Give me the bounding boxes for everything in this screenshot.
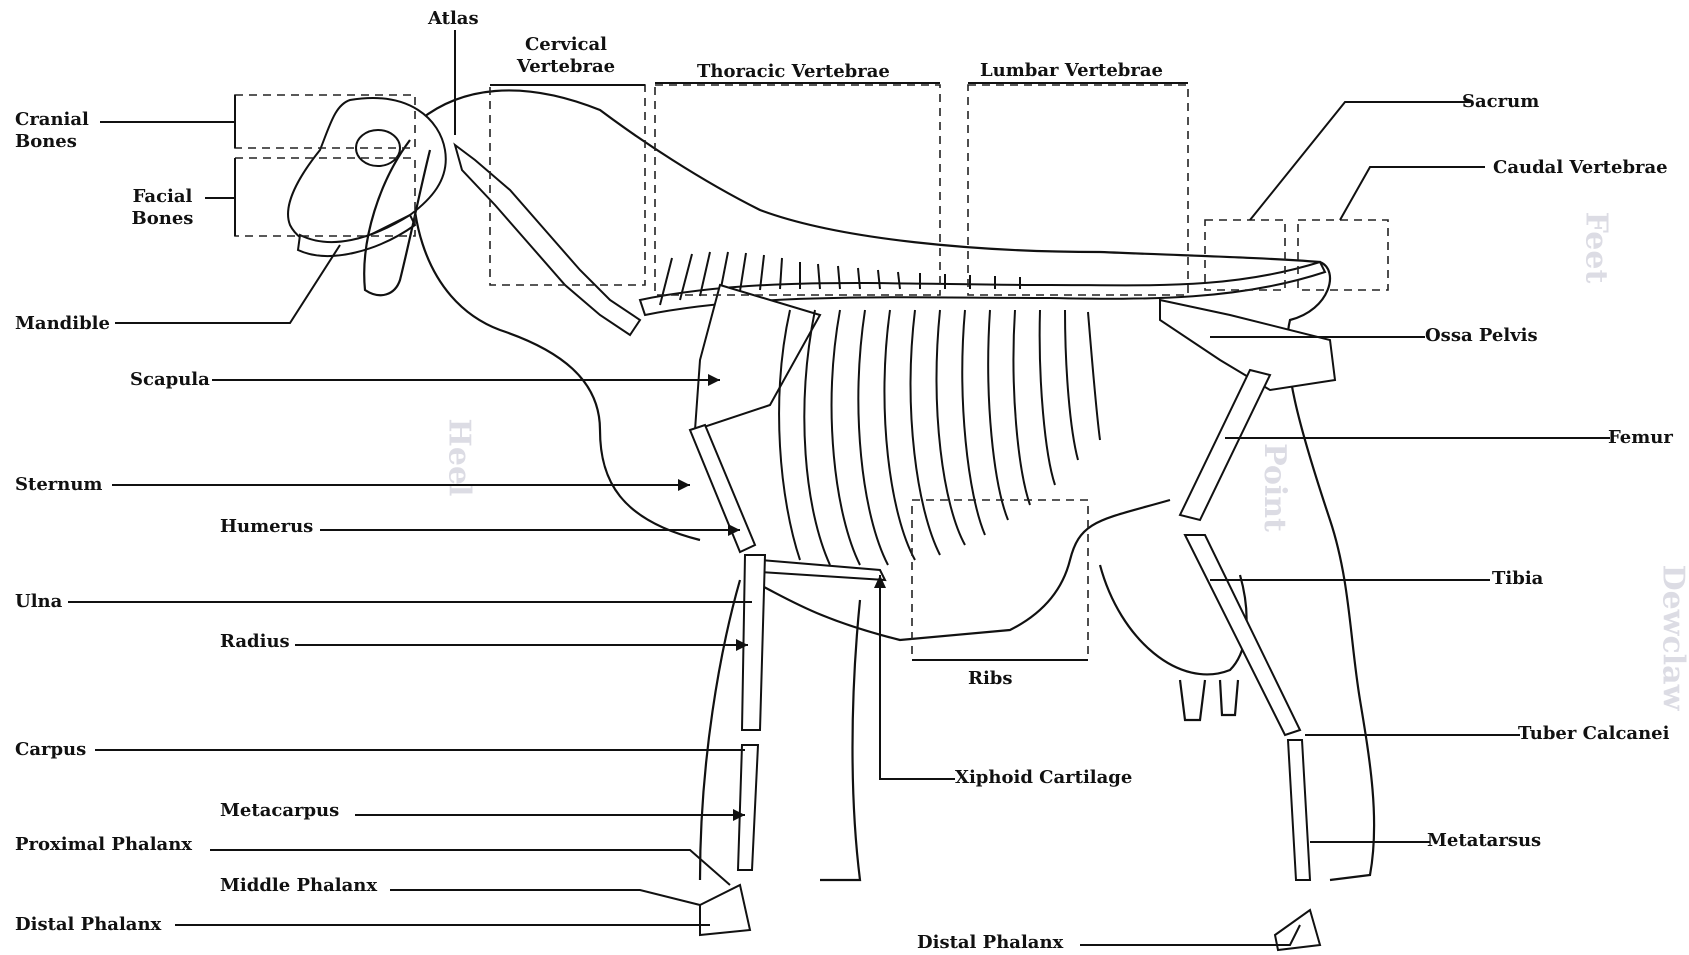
- radius-ulna-bone: [742, 555, 765, 730]
- label-ossa-pelvis: Ossa Pelvis: [1425, 325, 1538, 347]
- label-proximal-phalanx: Proximal Phalanx: [15, 834, 192, 856]
- sternum-bone: [760, 560, 885, 580]
- front-hoof: [700, 885, 750, 935]
- label-xiphoid-cartilage: Xiphoid Cartilage: [955, 767, 1132, 789]
- rib-cage: [779, 310, 1100, 565]
- label-thoracic-vertebrae: Thoracic Vertebrae: [697, 61, 890, 83]
- label-scapula: Scapula: [130, 369, 210, 391]
- scapula-bone: [695, 285, 820, 430]
- caudal-bracket: [1298, 220, 1388, 290]
- label-mandible: Mandible: [15, 313, 110, 335]
- label-tibia: Tibia: [1492, 568, 1543, 590]
- label-tuber-calcanei: Tuber Calcanei: [1518, 723, 1669, 745]
- label-metacarpus: Metacarpus: [220, 800, 339, 822]
- label-caudal-vertebrae: Caudal Vertebrae: [1493, 157, 1668, 179]
- label-ulna: Ulna: [15, 591, 62, 613]
- label-sacrum: Sacrum: [1462, 91, 1539, 113]
- thoracic-bracket: [655, 85, 940, 295]
- label-cervical-line2: Vertebrae: [512, 56, 620, 78]
- metatarsus-bone: [1288, 740, 1310, 880]
- label-femur: Femur: [1608, 427, 1673, 449]
- metacarpus-bone: [738, 745, 758, 870]
- femur-bone: [1180, 370, 1270, 520]
- label-sternum: Sternum: [15, 474, 102, 496]
- label-metatarsus: Metatarsus: [1427, 830, 1541, 852]
- label-atlas: Atlas: [428, 8, 479, 30]
- label-facial-bones: Facial Bones: [120, 186, 205, 230]
- cervical-vertebrae: [455, 145, 640, 335]
- label-cranial-line2: Bones: [15, 131, 89, 153]
- label-cervical-vertebrae: Cervical Vertebrae: [512, 34, 620, 78]
- label-facial-line1: Facial: [120, 186, 205, 208]
- lumbar-bracket: [968, 85, 1188, 295]
- label-distal-phalanx-hind: Distal Phalanx: [917, 932, 1063, 954]
- label-lumbar-vertebrae: Lumbar Vertebrae: [980, 60, 1163, 82]
- label-humerus: Humerus: [220, 516, 313, 538]
- label-facial-line2: Bones: [120, 208, 205, 230]
- label-middle-phalanx: Middle Phalanx: [220, 875, 377, 897]
- label-radius: Radius: [220, 631, 290, 653]
- label-carpus: Carpus: [15, 739, 86, 761]
- label-cranial-bones: Cranial Bones: [15, 109, 89, 153]
- label-cranial-line1: Cranial: [15, 109, 89, 131]
- label-cervical-line1: Cervical: [512, 34, 620, 56]
- label-ribs: Ribs: [968, 668, 1013, 690]
- label-distal-phalanx-front: Distal Phalanx: [15, 914, 161, 936]
- humerus-bone: [690, 425, 755, 552]
- skull: [288, 98, 446, 247]
